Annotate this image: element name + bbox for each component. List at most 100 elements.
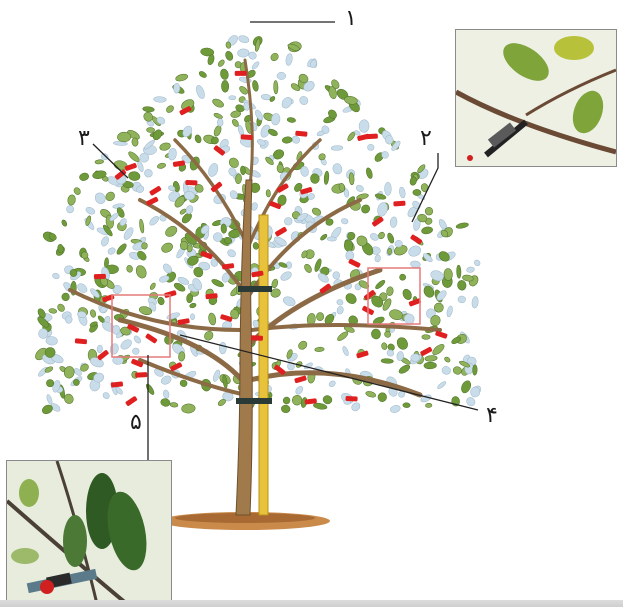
leaf <box>336 330 349 342</box>
pruned-leaf <box>46 394 53 405</box>
leaf <box>146 127 154 132</box>
pruned-leaf <box>277 72 286 79</box>
leaf <box>457 280 467 291</box>
pruned-leaf <box>52 272 60 280</box>
pruned-leaf <box>367 144 374 151</box>
leaf <box>452 366 462 376</box>
pruned-leaf <box>109 343 120 356</box>
leaf <box>104 190 116 202</box>
pruned-leaf <box>465 396 477 408</box>
leaf <box>386 286 394 296</box>
leaf <box>221 80 229 92</box>
inset-pruning-closeup <box>6 460 172 605</box>
leaf <box>456 222 469 230</box>
pruned-leaf <box>280 95 294 110</box>
pruned-leaf <box>97 345 103 353</box>
pruned-leaf <box>374 254 381 262</box>
leaf <box>413 189 421 195</box>
leaf <box>252 80 259 92</box>
leaf <box>170 402 179 408</box>
pruned-leaf <box>143 168 154 178</box>
pruned-leaf <box>85 206 96 216</box>
pruned-leaf <box>341 218 349 225</box>
leaf <box>282 396 291 405</box>
leaf <box>217 59 226 68</box>
pruned-leaf <box>279 270 293 282</box>
cut-mark <box>295 131 307 137</box>
leaf <box>269 52 280 63</box>
leaf <box>221 224 227 234</box>
pruned-leaf <box>336 299 344 306</box>
cut-mark <box>294 375 307 383</box>
tree-tie <box>238 286 272 292</box>
leaf <box>281 405 291 414</box>
callout-label-1: ۱ <box>345 8 357 30</box>
pruned-leaf <box>359 120 369 133</box>
leaf <box>213 112 223 119</box>
pruned-leaf <box>298 95 310 107</box>
leaf <box>73 186 82 195</box>
pruned-leaf <box>333 271 341 279</box>
leaf <box>219 68 229 80</box>
leaf <box>198 70 208 79</box>
leaf <box>224 50 234 61</box>
cut-mark <box>94 274 106 279</box>
pruned-leaf <box>458 296 466 304</box>
cut-mark <box>410 234 423 245</box>
cut-mark <box>275 226 288 236</box>
leaf <box>422 335 430 340</box>
pruned-leaf <box>471 296 478 308</box>
leaf <box>377 392 387 402</box>
leaf <box>303 263 313 274</box>
pruned-leaf <box>167 148 177 161</box>
leaf <box>324 171 330 185</box>
pruned-leaf <box>65 204 74 214</box>
pruned-leaf <box>282 295 297 307</box>
pruned-leaf <box>336 306 344 315</box>
leaf <box>164 224 179 238</box>
leaf <box>311 207 322 217</box>
pruned-leaf <box>251 61 260 71</box>
leaf <box>117 132 131 142</box>
pruned-leaf <box>385 182 392 195</box>
leaf <box>365 390 376 398</box>
pruned-leaf <box>173 83 180 93</box>
leaf <box>128 171 141 181</box>
pruned-leaf <box>389 404 401 414</box>
leaf <box>398 363 412 375</box>
leaf <box>381 342 388 350</box>
leaf <box>401 288 413 301</box>
pruned-leaf <box>119 338 133 352</box>
leaf <box>444 356 452 363</box>
leaf <box>175 73 189 82</box>
pruned-leaf <box>436 380 446 390</box>
leaf <box>44 366 54 374</box>
leaf <box>187 244 193 252</box>
cut-mark <box>393 201 405 207</box>
leaf <box>381 358 394 363</box>
pruned-leaf <box>254 109 264 122</box>
cut-mark <box>125 396 138 407</box>
leaf <box>252 242 259 250</box>
pruned-leaf <box>346 251 354 261</box>
cut-mark <box>345 396 357 402</box>
leaf <box>297 339 309 351</box>
pruned-leaf <box>283 216 293 226</box>
leaf <box>141 242 147 249</box>
leaf <box>165 104 175 114</box>
pruned-leaf <box>102 391 111 400</box>
leaf <box>139 219 145 233</box>
leaf <box>399 274 406 281</box>
leaf <box>387 248 392 255</box>
leaf <box>160 398 171 408</box>
pruned-leaf <box>369 232 380 242</box>
pruned-leaf <box>163 389 170 399</box>
leaf <box>277 164 284 173</box>
pruned-leaf <box>237 48 249 57</box>
leaf <box>145 383 156 396</box>
leaf <box>136 249 148 261</box>
callout-label-3: ۳ <box>78 128 90 150</box>
cut-mark <box>241 134 253 140</box>
cut-mark <box>235 71 247 76</box>
leaf <box>271 278 279 288</box>
